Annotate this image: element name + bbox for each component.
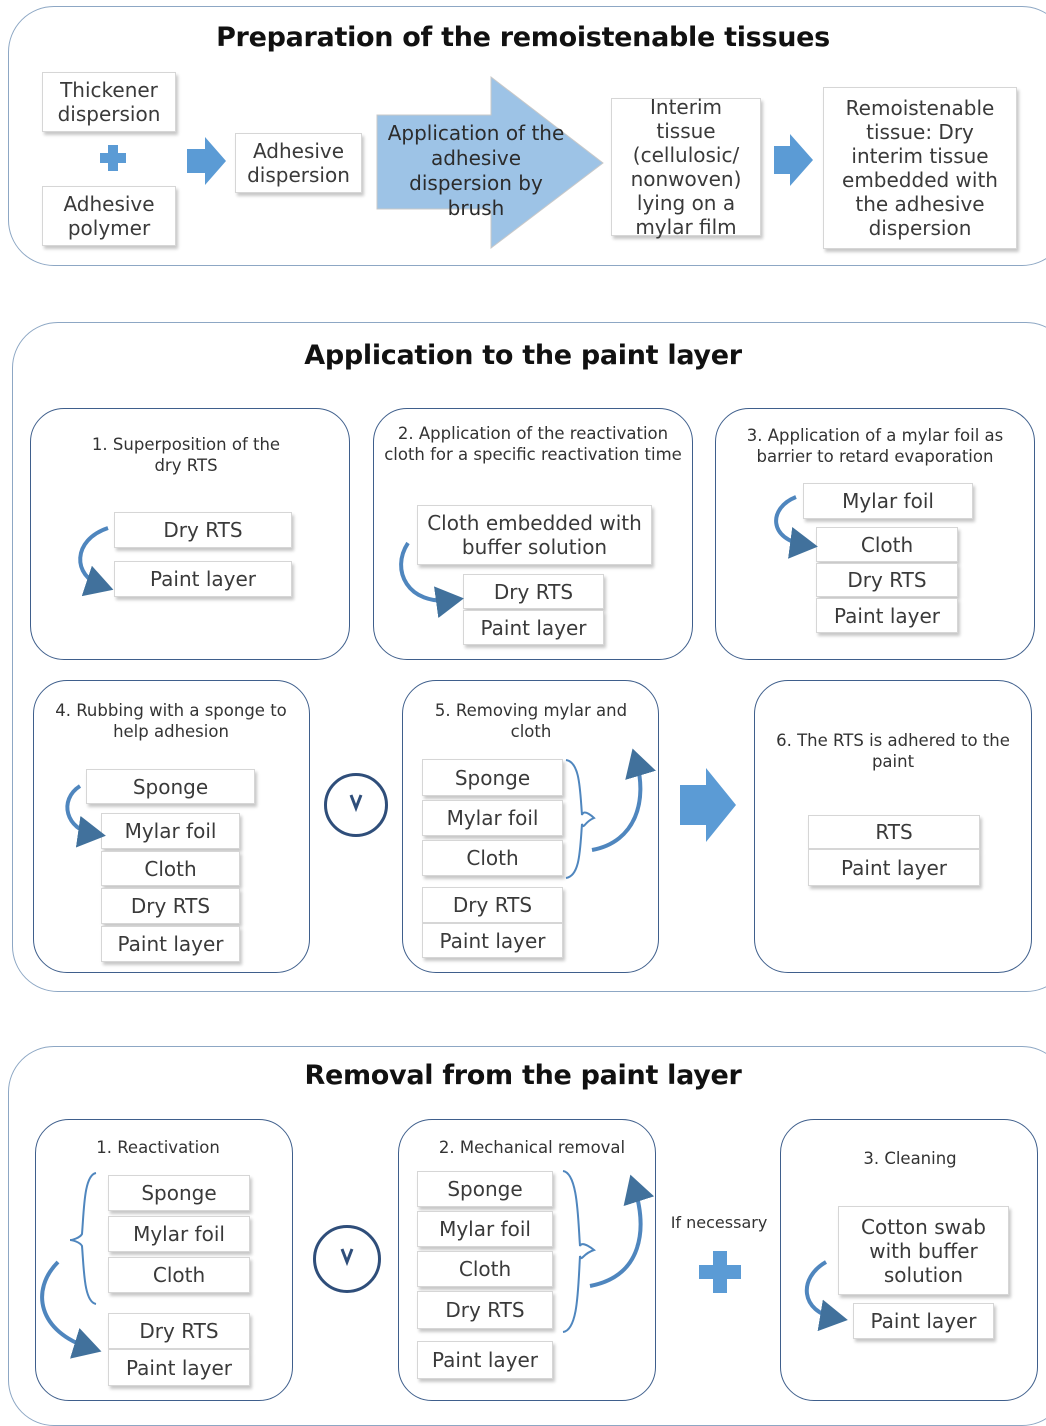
dry-rts-layer: Dry RTS [114, 512, 292, 548]
application-title: Application to the paint layer [304, 340, 742, 371]
dry-rts-layer: Dry RTS [463, 574, 604, 609]
paint-layer: Paint layer [853, 1303, 994, 1339]
if-necessary-label: If necessary [670, 1213, 768, 1232]
preparation-title: Preparation of the remoistenable tissues [216, 22, 830, 53]
sponge-layer: Sponge [86, 769, 255, 804]
paint-layer: Paint layer [808, 849, 980, 886]
removal-step-2-caption: 2. Mechanical removal [438, 1138, 626, 1157]
step-5-caption: 5. Removing mylar and cloth [434, 701, 628, 742]
dry-rts-layer: Dry RTS [417, 1291, 553, 1329]
cloth-layer: Cloth [422, 840, 563, 876]
dry-rts-layer: Dry RTS [101, 888, 240, 924]
buffer-cloth-layer: Cloth embedded with buffer solution [417, 505, 652, 565]
mylar-foil-layer: Mylar foil [422, 800, 563, 836]
step-1-caption: 1. Superposition of the dry RTS [91, 435, 281, 476]
sponge-layer: Sponge [417, 1171, 553, 1207]
dry-rts-layer: Dry RTS [108, 1313, 250, 1349]
removal-step-1-caption: 1. Reactivation [96, 1138, 220, 1157]
dry-rts-layer: Dry RTS [816, 563, 958, 597]
step-2-caption: 2. Application of the reactivation cloth… [384, 424, 682, 465]
paint-layer: Paint layer [463, 610, 604, 645]
application-arrow-label: Application of the adhesive dispersion b… [387, 121, 565, 220]
paint-layer: Paint layer [422, 923, 563, 958]
adhesive-polymer-box: Adhesive polymer [42, 186, 176, 246]
sponge-layer: Sponge [108, 1175, 250, 1211]
cloth-layer: Cloth [417, 1251, 553, 1287]
paint-layer: Paint layer [816, 598, 958, 633]
thickener-dispersion-box: Thickener dispersion [42, 72, 176, 132]
mylar-foil-layer: Mylar foil [108, 1216, 250, 1252]
clock-icon [313, 1225, 381, 1293]
mylar-foil-layer: Mylar foil [417, 1211, 553, 1247]
remoistenable-tissue-box: Remoistenable tissue: Dry interim tissue… [823, 87, 1017, 249]
paint-layer: Paint layer [114, 561, 292, 597]
paint-layer: Paint layer [101, 926, 240, 962]
step-4-caption: 4. Rubbing with a sponge to help adhesio… [55, 701, 287, 742]
cloth-layer: Cloth [101, 851, 240, 886]
removal-title: Removal from the paint layer [304, 1060, 742, 1091]
interim-tissue-box: Interim tissue (cellulosic/ nonwoven) ly… [611, 95, 761, 239]
removal-step-3-caption: 3. Cleaning [863, 1149, 957, 1168]
clock-icon [324, 773, 388, 837]
rts-layer: RTS [808, 815, 980, 849]
sponge-layer: Sponge [422, 759, 563, 796]
mylar-foil-layer: Mylar foil [803, 483, 973, 519]
paint-layer: Paint layer [417, 1341, 553, 1379]
paint-layer: Paint layer [108, 1349, 250, 1386]
dry-rts-layer: Dry RTS [422, 887, 563, 923]
cloth-layer: Cloth [816, 527, 958, 562]
mylar-foil-layer: Mylar foil [101, 813, 240, 849]
adhesive-dispersion-box: Adhesive dispersion [235, 133, 362, 193]
step-6-caption: 6. The RTS is adhered to the paint [776, 731, 1010, 772]
cotton-swab-box: Cotton swab with buffer solution [838, 1206, 1009, 1295]
cloth-layer: Cloth [108, 1257, 250, 1293]
step-3-caption: 3. Application of a mylar foil as barrie… [746, 426, 1004, 467]
